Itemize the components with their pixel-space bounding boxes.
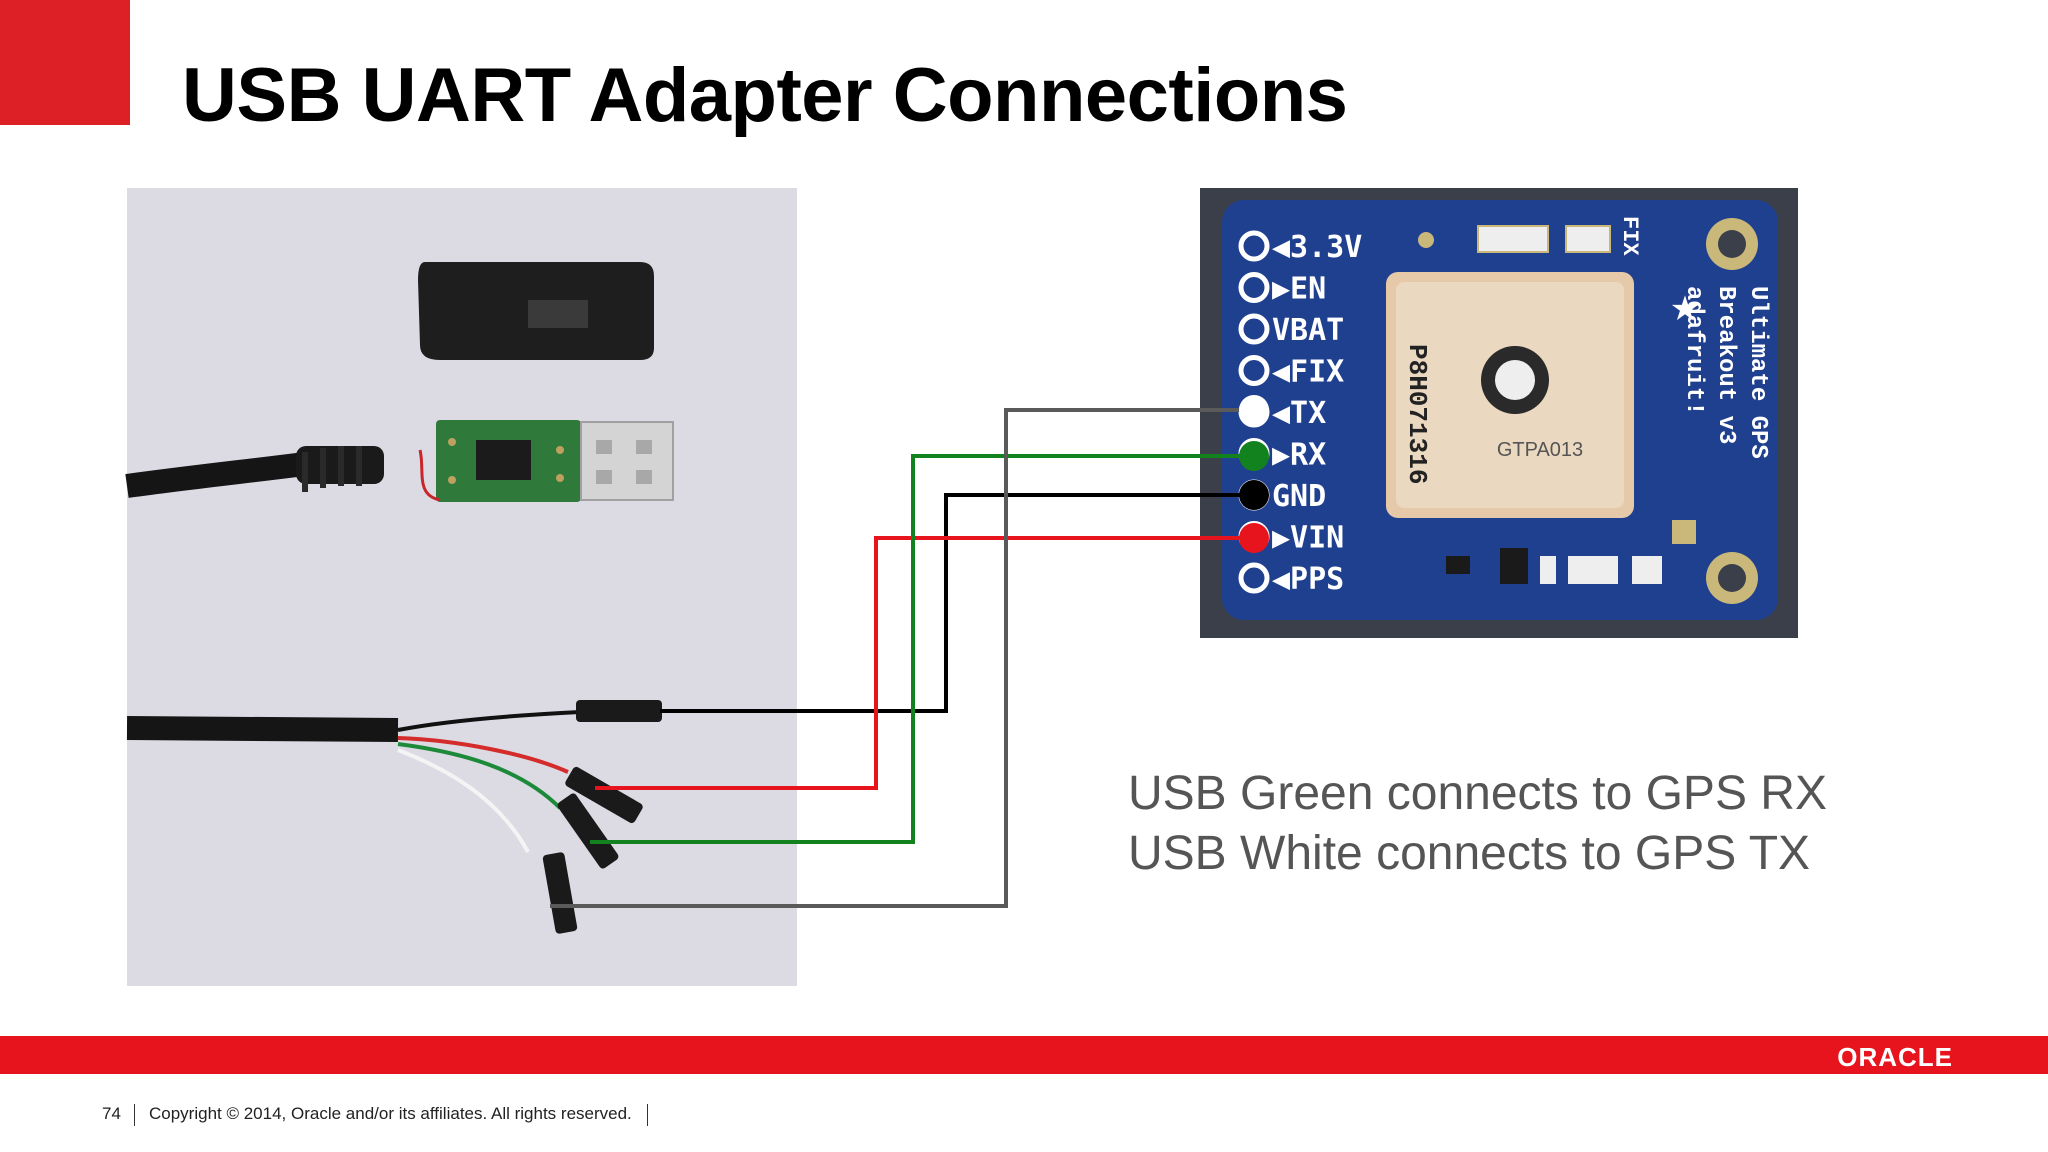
gps-pin-label-en: ▶EN	[1272, 272, 1326, 307]
gps-pin-label-vin: ▶VIN	[1272, 521, 1344, 556]
pin-marker-vin	[1239, 523, 1269, 553]
board-text-line: Breakout v3	[1712, 286, 1739, 444]
gps-board-photo: ★ P8H071316 GTPA013 FIX Ultimate GPSBrea…	[1200, 188, 1798, 638]
footer-separator	[647, 1104, 648, 1126]
wire-gnd	[660, 493, 1254, 713]
gps-pin-hole	[1238, 230, 1270, 262]
gps-pin-label-pps: ◀PPS	[1272, 562, 1344, 597]
jumper-pin-white	[542, 852, 578, 934]
antenna-label: GTPA013	[1497, 439, 1583, 461]
caption-green: USB Green connects to GPS RX	[1128, 767, 1827, 820]
wire-vin	[595, 536, 1254, 790]
gps-pin-label-tx: ◀TX	[1272, 396, 1326, 431]
jumper-pin-green	[557, 793, 619, 869]
usb-adapter-photo	[125, 188, 797, 986]
gps-pin-hole	[1238, 355, 1270, 386]
slide-title: USB UART Adapter Connections	[182, 53, 1348, 138]
wire-tx	[550, 408, 1254, 908]
gps-pin-label-33v: ◀3.3V	[1272, 230, 1362, 265]
gps-pin-label-gnd: GND	[1272, 479, 1326, 514]
gps-pin-label-fix: ◀FIX	[1272, 355, 1344, 390]
connection-wires	[550, 395, 1269, 908]
gps-pin-label-vbat: VBAT	[1272, 313, 1344, 348]
board-text-line: Ultimate GPS	[1744, 286, 1771, 459]
usb-plug	[580, 421, 674, 501]
usb-cap	[418, 262, 654, 360]
gps-pin-hole	[1238, 313, 1270, 345]
gps-pin-hole	[1238, 272, 1270, 303]
footer-bar	[0, 1036, 2048, 1074]
wire-rx	[590, 454, 1254, 844]
page-number: 74	[102, 1104, 121, 1123]
fix-label: FIX	[1617, 216, 1642, 256]
oracle-logo: ORACLE	[1837, 1042, 1953, 1072]
board-text-line: adafruit!	[1680, 286, 1707, 416]
jumper-pin-red	[565, 766, 643, 824]
caption-white: USB White connects to GPS TX	[1128, 827, 1811, 880]
adafruit-star-icon: ★	[1670, 289, 1700, 329]
usb-pcb	[418, 420, 581, 502]
pin-marker-rx	[1239, 441, 1269, 471]
strain-relief	[296, 446, 384, 492]
usb-cable-bottom	[126, 716, 399, 742]
footer-separator	[134, 1104, 135, 1126]
brand-red-block	[0, 0, 130, 125]
module-code: P8H071316	[1402, 344, 1432, 484]
pin-marker-gnd	[1239, 480, 1269, 510]
gps-pin-hole	[1238, 562, 1270, 594]
jumper-pin-black	[576, 700, 662, 722]
pin-marker-tx	[1239, 395, 1269, 425]
copyright-text: Copyright © 2014, Oracle and/or its affi…	[149, 1104, 632, 1123]
gps-pin-label-rx: ▶RX	[1272, 438, 1326, 473]
